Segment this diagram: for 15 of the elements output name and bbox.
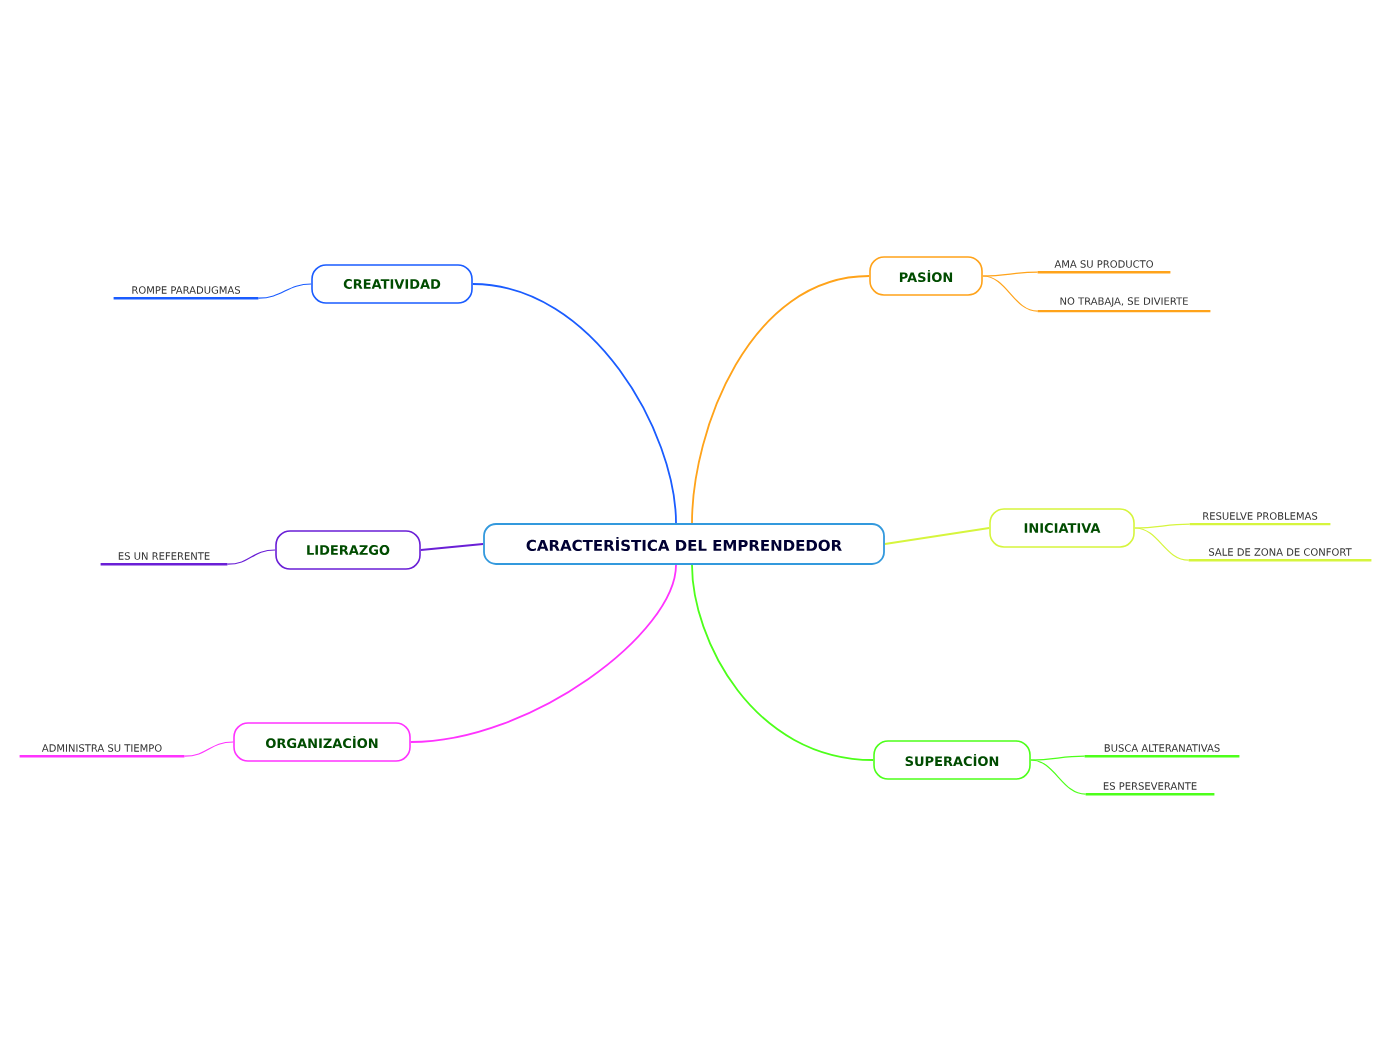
branch-line [226,549,276,565]
branch-line [1030,759,1087,795]
branch-line [884,527,991,545]
branch-line [257,283,312,299]
branch-line [982,271,1039,277]
branch-line [982,275,1039,312]
branch-line [691,275,871,524]
branch-line [1134,527,1190,561]
branch-line [1134,523,1191,529]
branch-line [409,564,677,743]
branch-line [419,543,484,551]
branch-line [471,283,677,524]
branch-line [1030,755,1086,761]
branch-line [183,741,234,757]
branch-line [691,564,875,761]
